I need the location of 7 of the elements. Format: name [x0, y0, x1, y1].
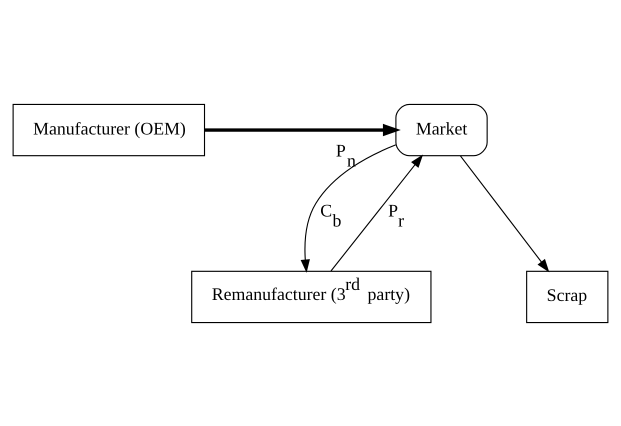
node-box: Market: [395, 103, 488, 156]
arrow: [460, 154, 550, 272]
node-box: Manufacturer (OEM): [12, 103, 206, 156]
arrow: [330, 154, 424, 271]
arrow: [204, 123, 401, 136]
arrow: [300, 144, 396, 272]
node-box: Scrap: [526, 270, 608, 323]
